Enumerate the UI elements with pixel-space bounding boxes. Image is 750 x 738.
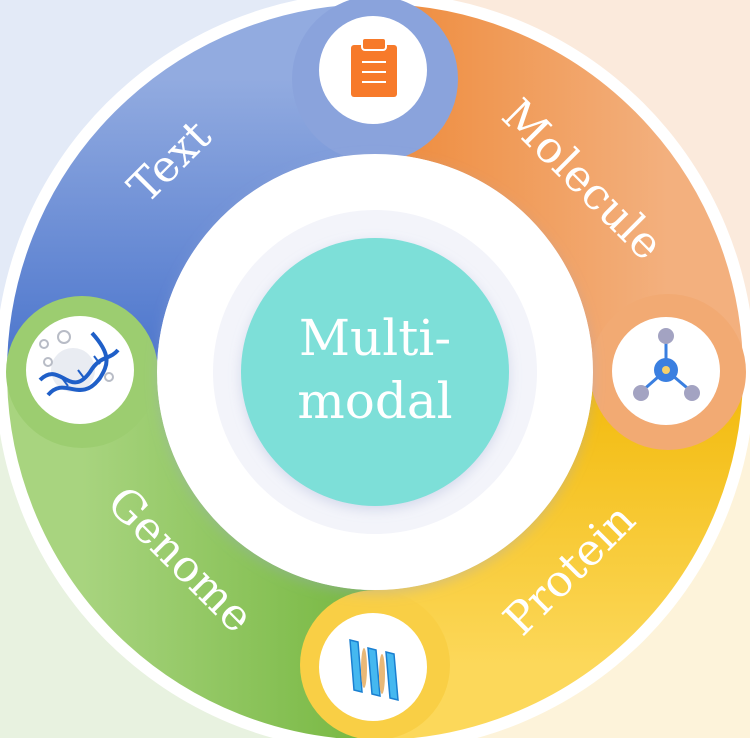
dna-icon xyxy=(26,316,134,424)
center-title-line2: modal xyxy=(297,372,452,430)
center-title-line1: Multi- xyxy=(299,309,451,367)
clipboard-icon xyxy=(319,16,427,124)
protein-icon xyxy=(319,613,427,721)
molecule-icon xyxy=(612,317,720,425)
center-circle xyxy=(241,238,509,506)
